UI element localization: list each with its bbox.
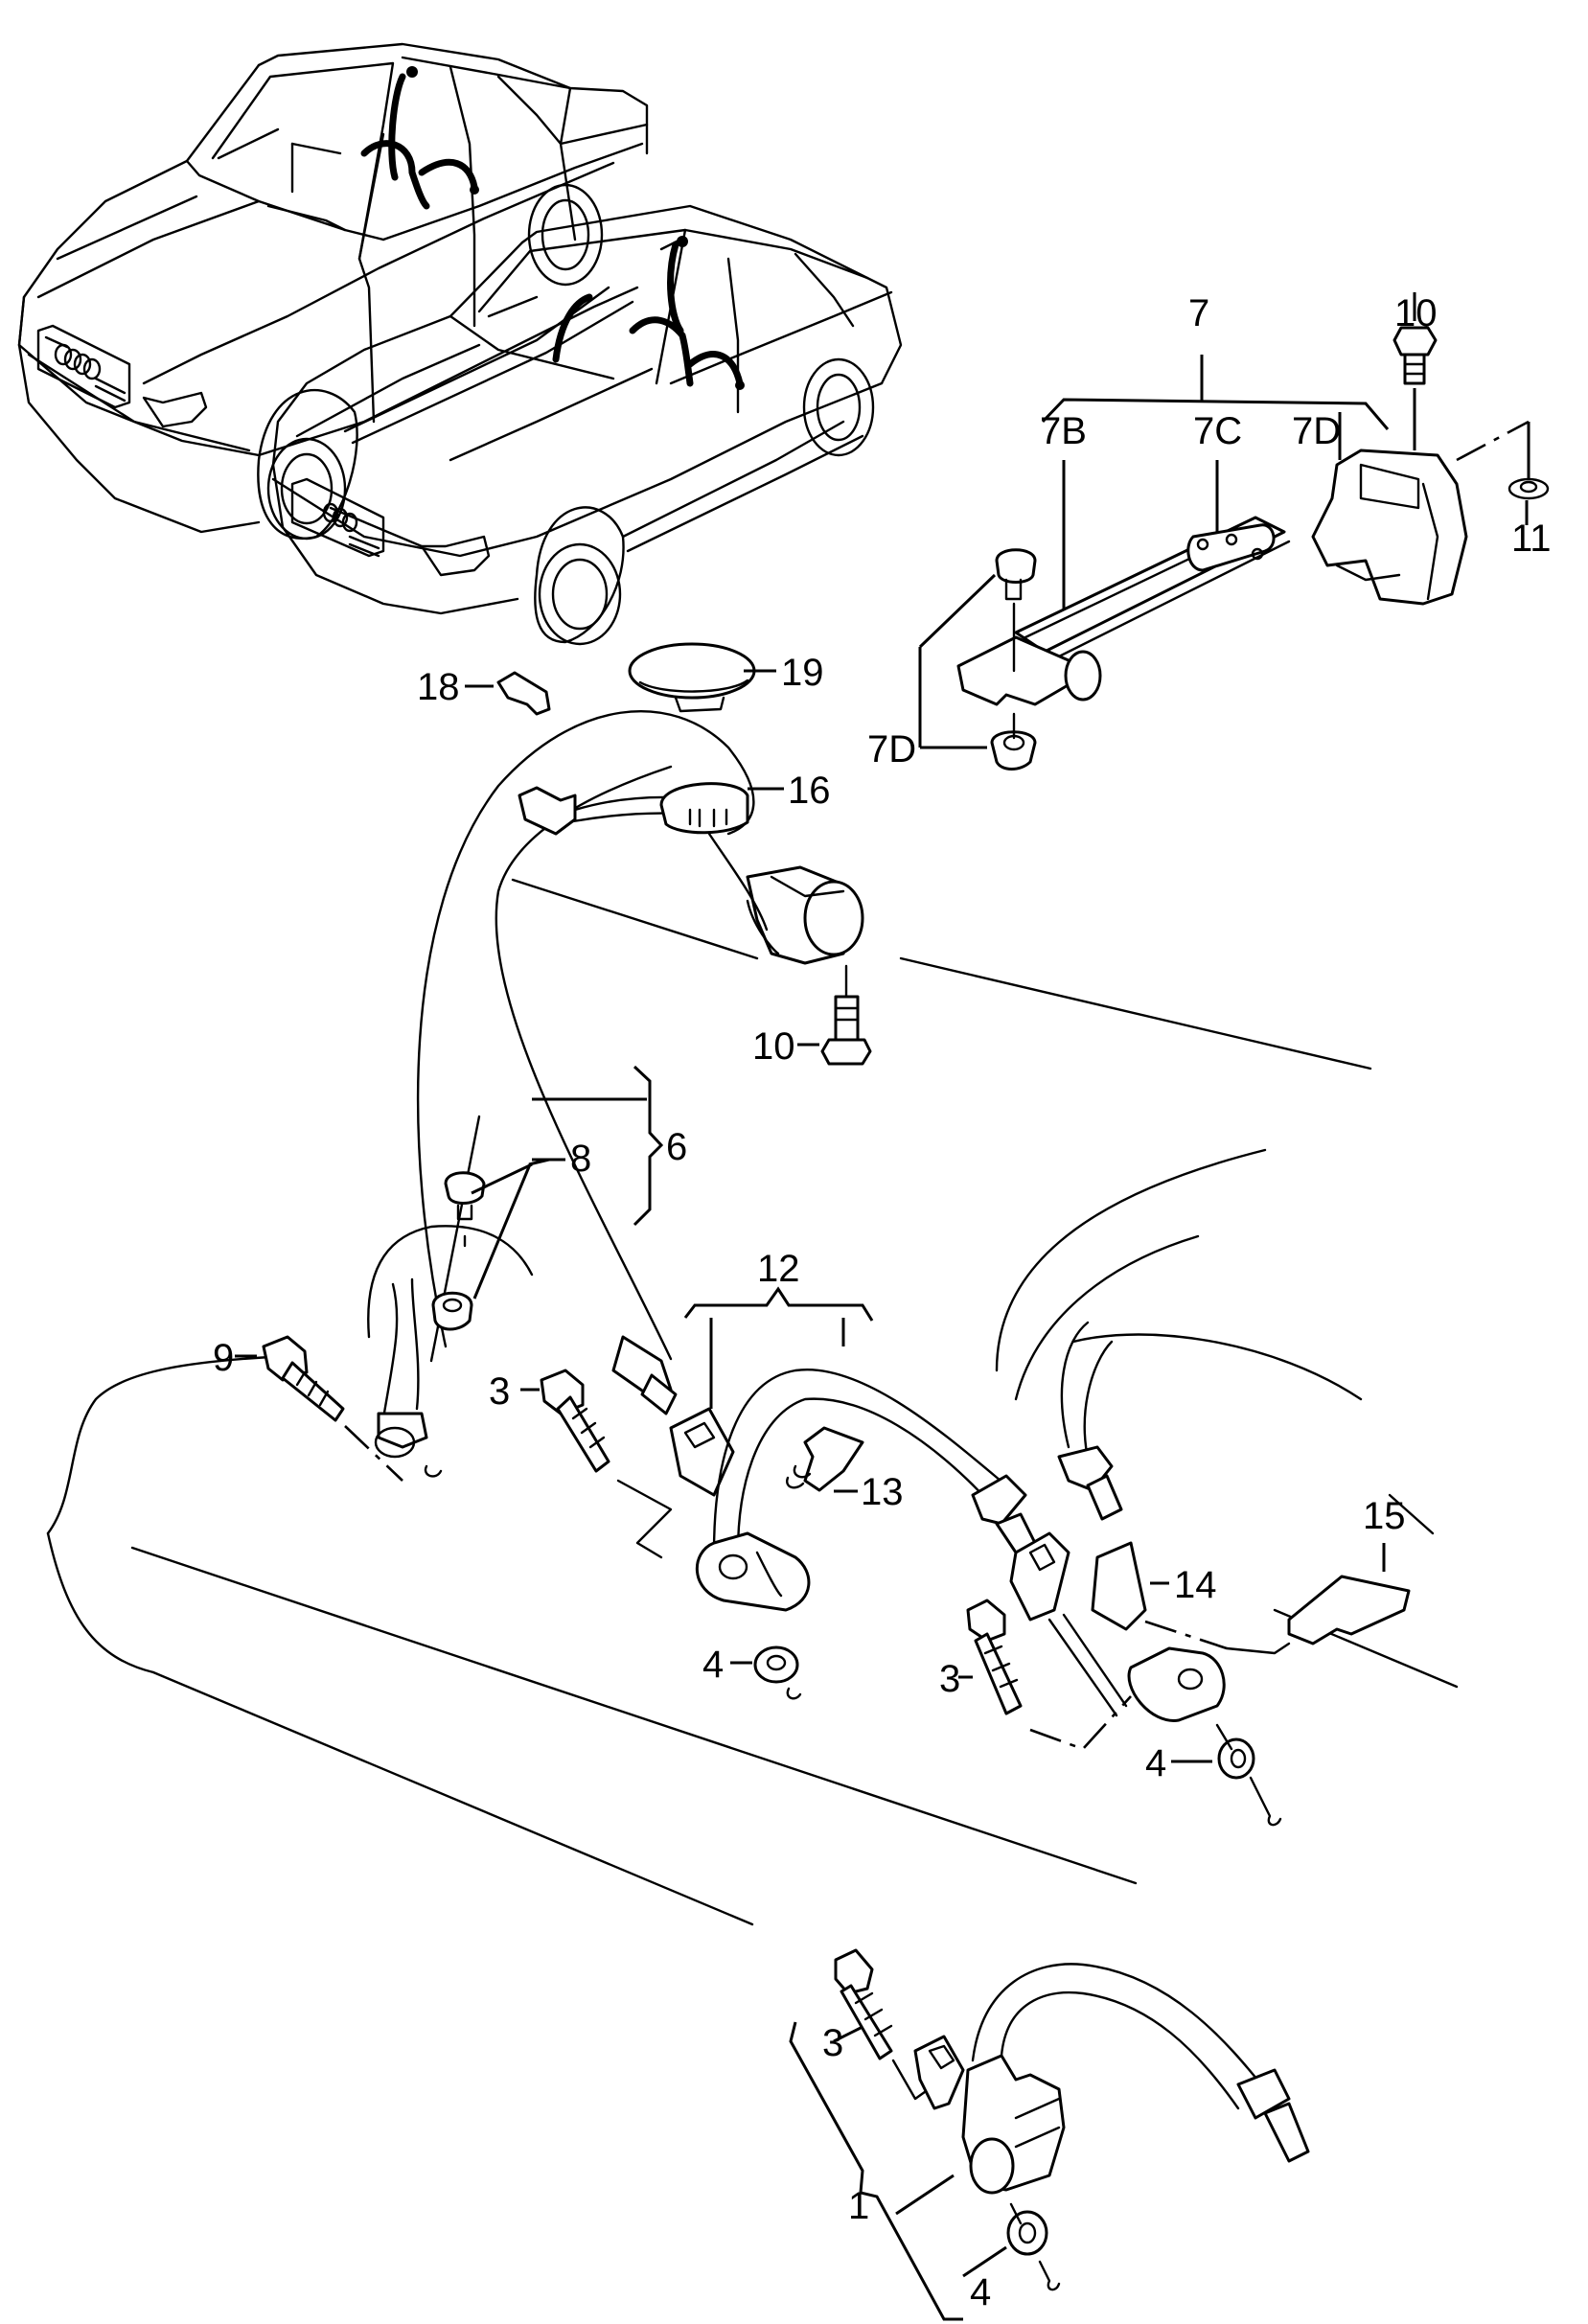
callout-12: 12: [757, 1248, 800, 1290]
callout-3-bottom: 3: [822, 2022, 843, 2064]
four-rings-logo-sedan: [54, 343, 102, 380]
callout-7b: 7B: [1040, 410, 1087, 452]
bolt-3-left: [520, 1369, 673, 1559]
bolt-9: [235, 1335, 403, 1482]
callout-labels: 7 7B 7C 7D 10 11 7D 18 19 16 10 6 8 9 3 …: [213, 292, 1552, 2313]
callout-1: 1: [848, 2185, 869, 2227]
callout-7: 7: [1188, 292, 1209, 334]
outboard-belt-anchor: [235, 1065, 673, 1559]
callout-15: 15: [1363, 1495, 1406, 1537]
sedan-belt-harness: [360, 66, 479, 210]
cap-19: [628, 642, 776, 713]
callout-13: 13: [861, 1471, 904, 1513]
estate-belt-harness: [552, 236, 745, 390]
clip-18: [465, 671, 551, 716]
callout-6: 6: [666, 1126, 687, 1168]
washer-11: [1456, 420, 1550, 525]
callout-4-center: 4: [702, 1644, 724, 1686]
right-buckle-14: [958, 1321, 1411, 1827]
callout-4-right: 4: [1145, 1742, 1166, 1784]
callout-19: 19: [781, 652, 824, 694]
callout-9: 9: [213, 1337, 234, 1379]
callout-7d-lower: 7D: [867, 728, 916, 771]
height-adjuster-assembly: [918, 292, 1550, 771]
callout-7d-top: 7D: [1292, 410, 1341, 452]
callout-8: 8: [570, 1138, 591, 1180]
callout-11: 11: [1511, 518, 1552, 560]
four-rings-logo-estate: [322, 502, 358, 533]
bolt-10-top: [1392, 292, 1438, 450]
callout-4-bottom: 4: [970, 2271, 991, 2313]
callout-16: 16: [788, 770, 831, 812]
center-buckle-pair-12: [611, 1286, 1037, 1700]
bolt-3-mid: [958, 1599, 1132, 1751]
callout-18: 18: [417, 666, 460, 708]
callout-3-left: 3: [489, 1370, 510, 1413]
callout-14: 14: [1174, 1564, 1217, 1606]
sedan-illustration: [17, 42, 649, 541]
upper-retractor: [416, 710, 872, 1361]
callout-10-mid: 10: [752, 1025, 795, 1068]
callout-10-top: 10: [1394, 292, 1438, 334]
estate-illustration: [271, 204, 903, 646]
callout-3-mid: 3: [939, 1658, 960, 1700]
center-belt-assembly-1: [789, 1948, 1310, 2321]
callout-7c: 7C: [1193, 410, 1242, 452]
